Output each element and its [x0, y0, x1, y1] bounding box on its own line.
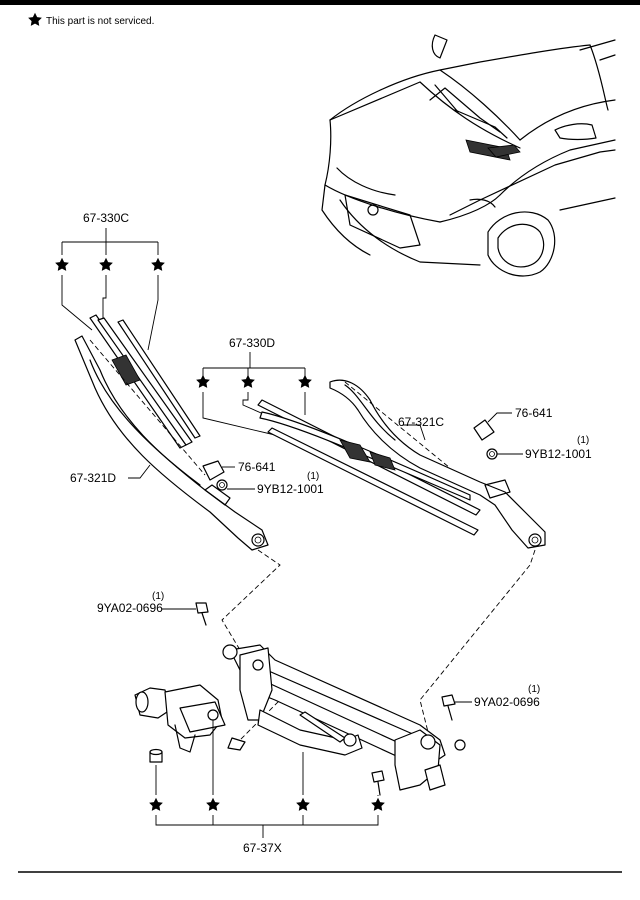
label-67-37X: 67-37X — [243, 841, 282, 855]
bolt-upper — [195, 602, 209, 626]
label-76-641-lh: 76-641 — [238, 460, 276, 474]
note-text: This part is not serviced. — [46, 16, 154, 27]
star-icon — [196, 374, 210, 388]
star-icon — [241, 374, 255, 388]
label-67-330D: 67-330D — [229, 336, 275, 350]
star-icon — [298, 374, 312, 388]
arm-rh-group: 67-321C — [329, 379, 546, 549]
bolt-right — [441, 694, 456, 721]
wiper-motor — [134, 684, 226, 753]
label-9YA02-0696-upper-qty: (1) — [152, 591, 164, 602]
top-border — [0, 0, 640, 5]
blade-rh-group: 67-330D — [196, 336, 481, 536]
label-9YB12-1001-rh-qty: (1) — [577, 435, 589, 446]
star-icon — [149, 797, 163, 811]
star-icon — [28, 12, 42, 26]
star-icon — [296, 797, 310, 811]
star-icon — [371, 797, 385, 811]
bolt-lower — [371, 770, 385, 796]
label-67-321D: 67-321D — [70, 471, 116, 485]
cap-lh — [202, 460, 225, 481]
label-9YB12-1001-lh: 9YB12-1001 — [257, 482, 324, 496]
label-9YB12-1001-lh-qty: (1) — [307, 471, 319, 482]
blade-lh-group: 67-330C — [55, 211, 201, 449]
vehicle-illustration — [321, 34, 616, 277]
label-76-641-rh: 76-641 — [515, 406, 553, 420]
label-67-321C: 67-321C — [398, 415, 444, 429]
cap-rh — [473, 419, 495, 441]
label-9YB12-1001-rh: 9YB12-1001 — [525, 447, 592, 461]
star-icon — [99, 257, 113, 271]
label-9YA02-0696-right: 9YA02-0696 — [474, 695, 540, 709]
nut-lh — [216, 479, 228, 491]
star-icon — [151, 257, 165, 271]
label-9YA02-0696-upper: 9YA02-0696 — [97, 601, 163, 615]
arm-lh-group: 67-321D — [70, 335, 269, 551]
linkage-assembly — [222, 644, 466, 791]
star-icon — [206, 797, 220, 811]
label-67-330C: 67-330C — [83, 211, 129, 225]
nut-rh — [486, 448, 498, 460]
star-icon — [55, 257, 69, 271]
label-9YA02-0696-right-qty: (1) — [528, 684, 540, 695]
